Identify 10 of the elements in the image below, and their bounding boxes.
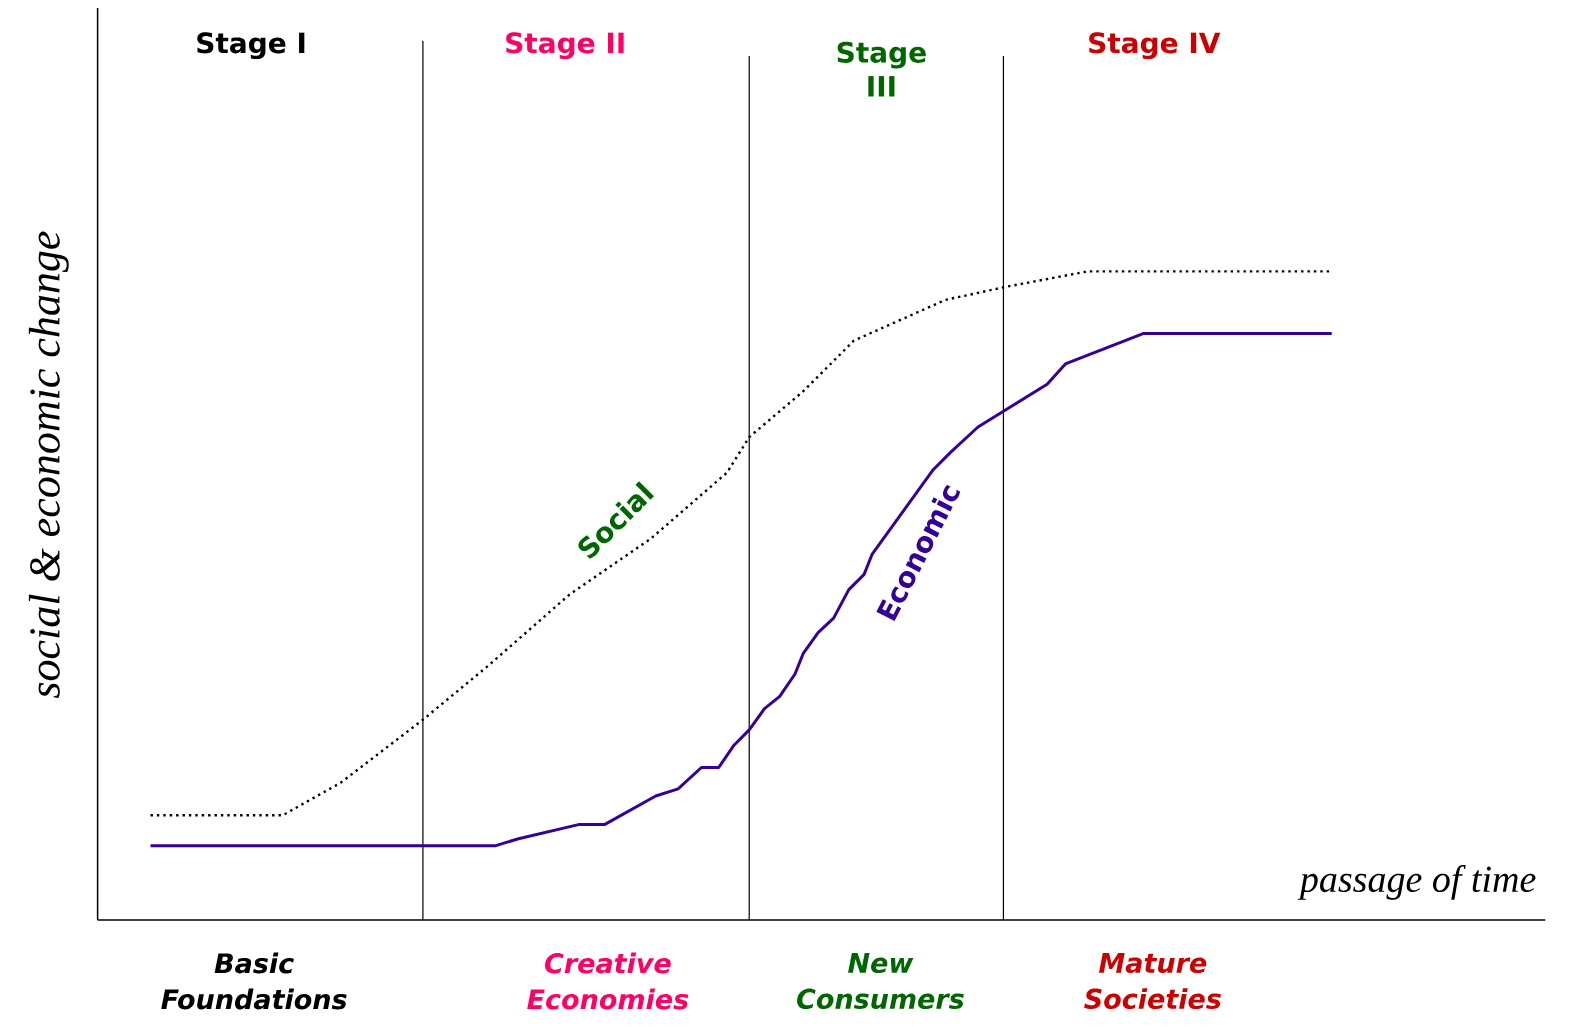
- stage-heading: Stage IV: [1089, 32, 1221, 60]
- stage-heading: Stage II: [506, 32, 624, 60]
- stage-heading: Stage III: [837, 41, 926, 97]
- axis-label: social & economic change: [28, 231, 69, 699]
- stage-name: Creative Economies: [527, 952, 689, 1010]
- stage-name: Basic Foundations: [161, 952, 347, 1010]
- axis-label: passage of time: [1297, 865, 1536, 900]
- stage-heading: Stage I: [197, 32, 305, 60]
- stage-name: Mature Societies: [1084, 953, 1221, 1010]
- stage-name: New Consumers: [797, 953, 964, 1010]
